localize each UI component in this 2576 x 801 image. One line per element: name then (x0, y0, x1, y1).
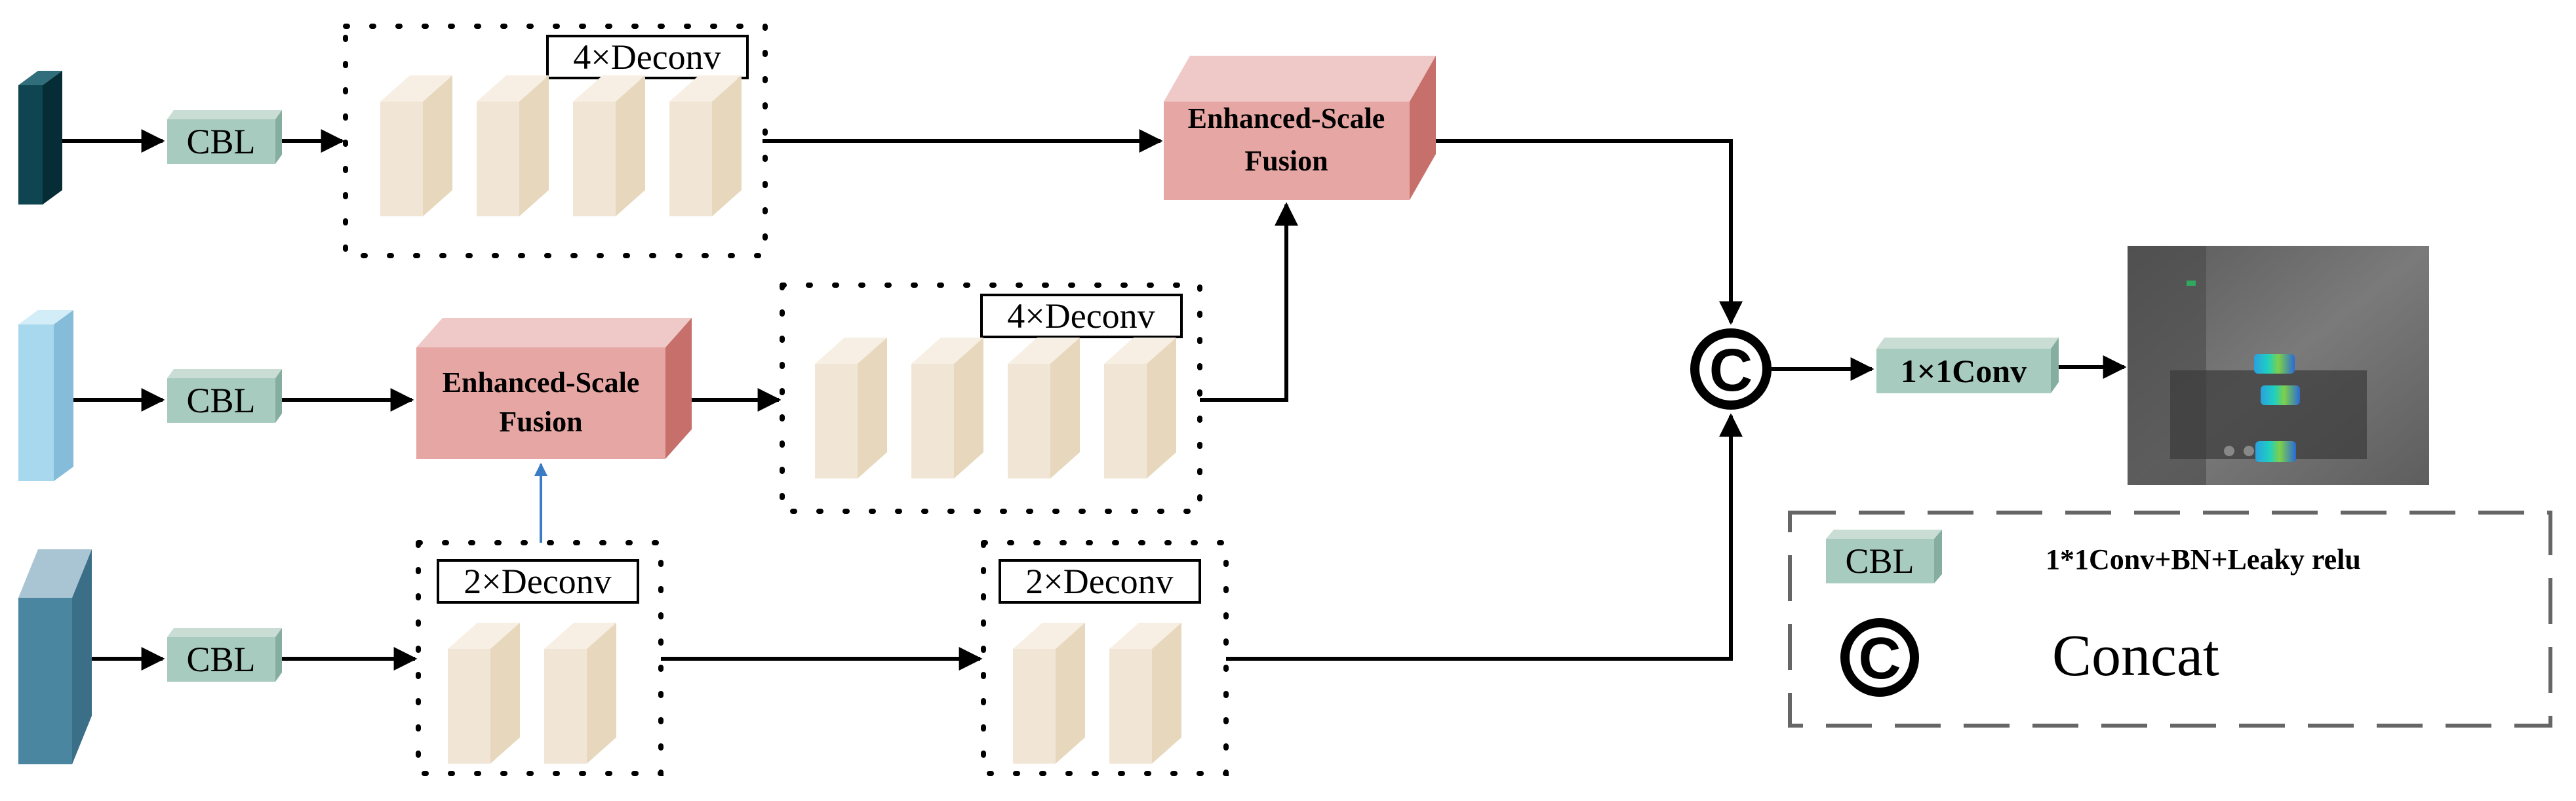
cbl-block-bottom: CBL (167, 628, 282, 682)
fusion-label: Enhanced-Scale (443, 366, 640, 399)
cbl-block-middle: CBL (167, 369, 282, 423)
legend-concat-desc: Concat (2052, 623, 2219, 688)
concat-symbol: C (1690, 328, 1772, 410)
connectors (62, 129, 2127, 671)
fusion-label: Enhanced-Scale (1188, 102, 1385, 134)
deconv-blocks (380, 75, 742, 216)
legend-concat-letter: C (1859, 626, 1901, 692)
deconv-label: 2×Deconv (464, 562, 611, 601)
conv1x1-block: 1×1Conv (1876, 338, 2059, 393)
deconv-blocks (1013, 623, 1181, 764)
legend-concat-symbol: C (1840, 618, 1919, 697)
deconv-label: 4×Deconv (573, 37, 721, 77)
cbl-block-top: CBL (167, 110, 282, 164)
legend-cbl-desc: 1*1Conv+BN+Leaky relu (2046, 543, 2361, 576)
fusion-block-middle: Enhanced-Scale Fusion (416, 318, 692, 459)
output-detection-image (2128, 246, 2429, 485)
fusion-block-top: Enhanced-Scale Fusion (1164, 56, 1436, 200)
deconv-group-bottom-left: 2×Deconv (416, 540, 664, 776)
legend: CBL 1*1Conv+BN+Leaky relu C Concat (1788, 511, 2552, 728)
deconv-group-top: 4×Deconv (343, 24, 768, 258)
deconv-label: 2×Deconv (1025, 562, 1173, 601)
deconv-blocks (448, 623, 616, 764)
deconv-label: 4×Deconv (1007, 296, 1155, 336)
concat-symbol-letter: C (1709, 337, 1753, 404)
fusion-label: Fusion (499, 406, 582, 438)
conv1x1-label: 1×1Conv (1901, 353, 2027, 389)
legend-cbl-block: CBL (1826, 530, 1942, 583)
input-feature-top (18, 71, 62, 205)
deconv-blocks (815, 338, 1176, 479)
deconv-group-middle: 4×Deconv (780, 283, 1202, 514)
input-feature-middle (18, 310, 73, 481)
cbl-label: CBL (186, 640, 255, 679)
cbl-label: CBL (186, 381, 255, 420)
legend-cbl-label: CBL (1845, 541, 1914, 581)
cbl-label: CBL (186, 122, 255, 161)
fusion-label: Fusion (1244, 145, 1328, 177)
deconv-group-bottom-right: 2×Deconv (981, 540, 1229, 776)
input-feature-bottom (18, 549, 92, 764)
